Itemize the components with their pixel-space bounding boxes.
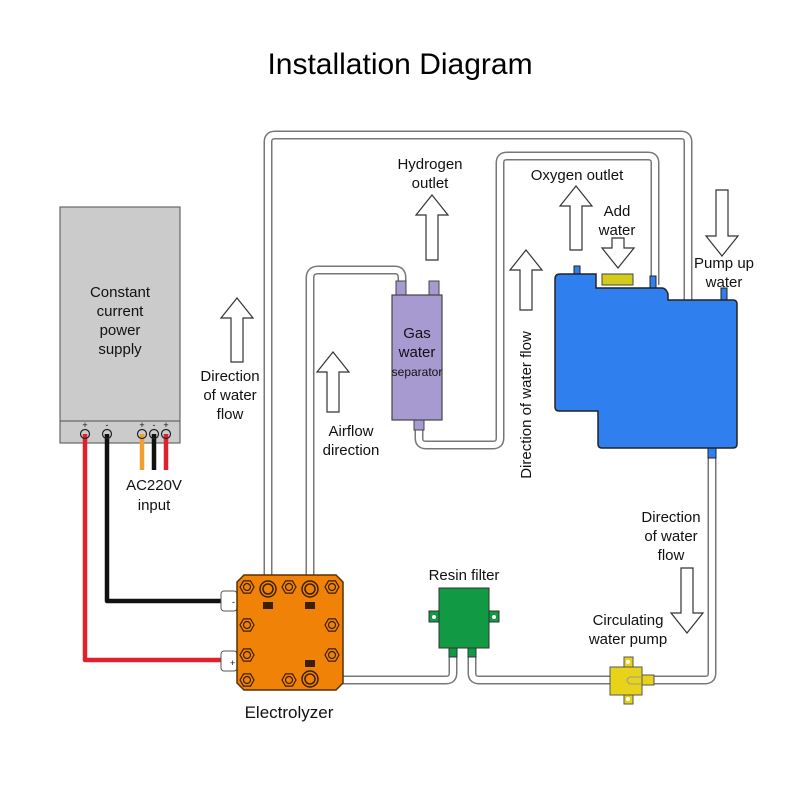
black-wire-negative [104, 434, 225, 604]
oxygen-outlet-label: Oxygen outlet [531, 167, 624, 184]
wires [82, 434, 225, 663]
airflow-label-1: Airflow [328, 423, 373, 440]
gas-water-separator: Gas water separator [391, 280, 443, 431]
pump-up-water-label-1: Pump up [694, 255, 754, 272]
electrolyzer-nuts [239, 580, 340, 687]
power-supply-label-3: power [100, 322, 141, 339]
resin-filter: Resin filter [428, 567, 500, 658]
water-flow-left-label-2: of water [203, 387, 256, 404]
water-flow-vertical-label: Direction of water flow [518, 331, 535, 479]
power-supply-label-4: supply [98, 341, 142, 358]
terminal-mark: + [82, 420, 87, 430]
electrolyzer: - + Electrolyzer [220, 574, 344, 722]
airflow-label-2: direction [323, 442, 380, 459]
pipe-electrolyzer-to-separator [305, 265, 407, 585]
diagram-title: Installation Diagram [267, 48, 532, 81]
hydrogen-outlet-label-1: Hydrogen [397, 156, 462, 173]
terminal-mark: + [139, 420, 144, 430]
power-supply-label-2: current [97, 303, 145, 320]
water-tank [554, 265, 738, 459]
terminal-mark: + [163, 420, 168, 430]
power-supply-label-1: Constant [90, 284, 151, 301]
hydrogen-outlet-arrow-icon [414, 194, 450, 261]
resin-filter-label: Resin filter [429, 567, 500, 584]
airflow-up-arrow-icon [315, 351, 351, 413]
hex-nut [324, 648, 340, 662]
hex-nut [324, 580, 340, 594]
water-flow-vertical-arrow-icon [508, 249, 544, 311]
hex-nut [324, 618, 340, 632]
pipe-separator-to-tank [414, 151, 660, 450]
circulating-water-pump: Circulating water pump [588, 612, 667, 705]
power-supply: Constant current power supply + - + - + [59, 206, 181, 444]
add-water-arrow-icon [600, 237, 636, 269]
ac-input-label-1: AC220V [126, 477, 182, 494]
hex-nut [281, 580, 297, 594]
hydrogen-outlet-label-2: outlet [412, 175, 450, 192]
water-flow-right-label-3: flow [658, 547, 685, 564]
terminal-mark: - [153, 420, 156, 430]
pump-up-water-label-2: water [705, 274, 743, 291]
separator-label-1: Gas [403, 325, 431, 342]
electrolyzer-minus: - [232, 597, 235, 607]
ac-input-label-2: input [138, 497, 171, 514]
electrolyzer-label: Electrolyzer [245, 703, 334, 722]
terminal-mark: - [106, 420, 109, 430]
hex-nut [239, 673, 255, 687]
pump-label-2: water pump [588, 631, 667, 648]
water-flow-left-label-1: Direction [200, 368, 259, 385]
hex-nut [239, 580, 255, 594]
water-flow-up-arrow-icon [219, 297, 255, 363]
pipe-pump-to-filter [467, 650, 630, 685]
add-water-label-1: Add [604, 203, 631, 220]
water-flow-down-arrow-icon [669, 567, 705, 634]
flow-arrows [219, 185, 740, 634]
pump-up-water-arrow-icon [704, 189, 740, 257]
pipe-filter-to-electrolyzer [310, 650, 458, 685]
pipe-tank-to-pump [640, 455, 717, 685]
electrolyzer-plus: + [230, 658, 235, 668]
red-wire-positive [82, 434, 225, 663]
add-water-label-2: water [598, 222, 636, 239]
pipe-electrolyzer-to-tank [263, 130, 693, 585]
power-terminals [79, 428, 172, 440]
pump-label-1: Circulating [593, 612, 664, 629]
separator-label-3: separator [392, 365, 443, 379]
hex-nut [281, 673, 297, 687]
water-flow-right-label-2: of water [644, 528, 697, 545]
oxygen-outlet-arrow-icon [558, 185, 594, 251]
hex-nut [239, 648, 255, 662]
separator-label-2: water [398, 344, 436, 361]
hex-nut [239, 618, 255, 632]
pipes [263, 130, 717, 685]
water-flow-right-label-1: Direction [641, 509, 700, 526]
water-flow-left-label-3: flow [217, 406, 244, 423]
